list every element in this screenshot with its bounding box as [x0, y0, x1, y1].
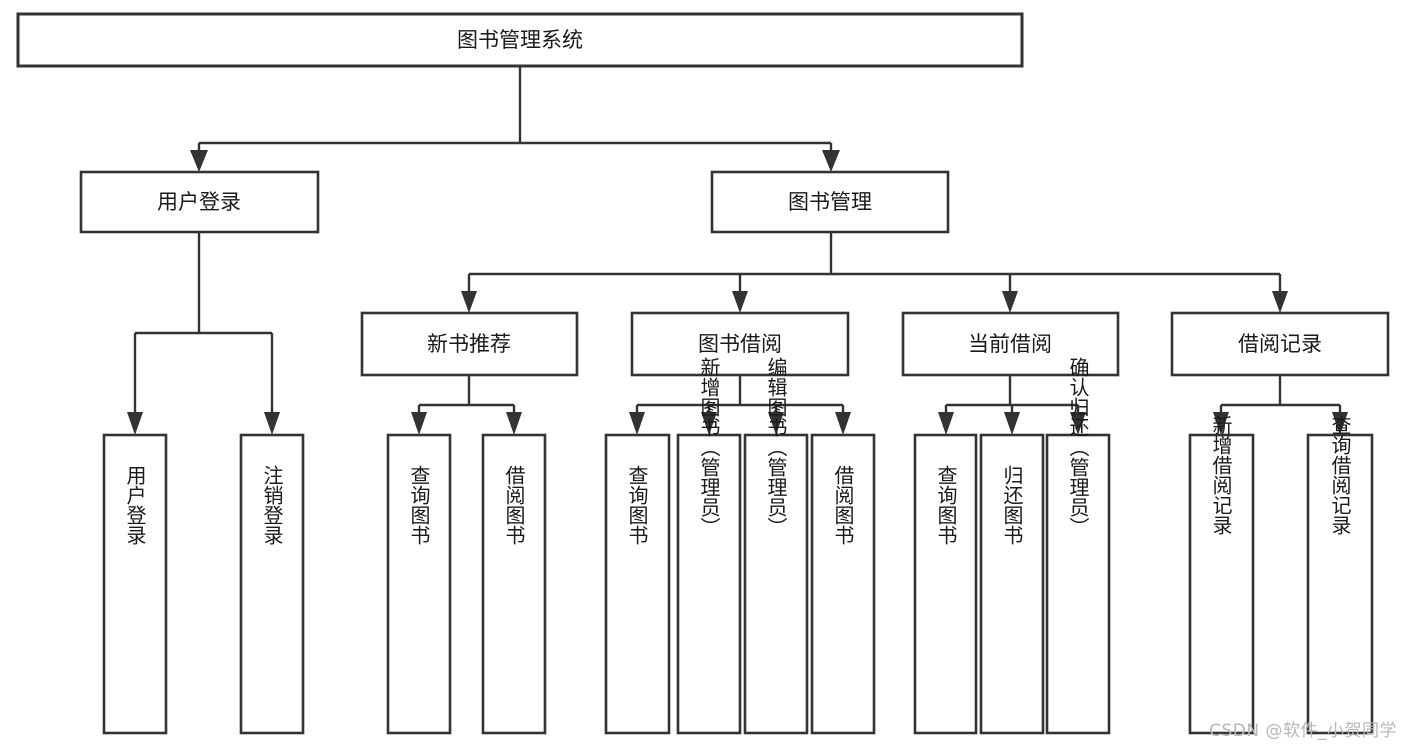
node-user-login-box[interactable] — [79, 170, 320, 234]
node-leaf-query-book-2-label: 查询图书 — [625, 465, 649, 545]
arrow-head-leaf-add-record — [1213, 412, 1229, 435]
node-book-borrow[interactable]: 图书借阅 — [630, 311, 850, 377]
connector-lines-layer — [127, 66, 1348, 435]
node-leaf-return-book[interactable]: 归还图书 — [979, 433, 1045, 735]
arrow-head-leaf-query-book-1 — [411, 412, 427, 435]
node-book-management[interactable]: 图书管理 — [710, 170, 950, 234]
node-leaf-borrow-book-1[interactable]: 借阅图书 — [481, 433, 547, 735]
node-leaf-borrow-book-2-label: 借阅图书 — [831, 465, 855, 545]
node-leaf-logout-box[interactable] — [239, 433, 305, 735]
node-leaf-query-book-1[interactable]: 查询图书 — [386, 433, 452, 735]
node-leaf-confirm-return-label: 确认归还（管理员） — [1066, 357, 1090, 537]
node-leaf-user-login-label: 用户登录 — [123, 465, 147, 545]
node-leaf-add-book-admin[interactable]: 新增图书（管理员） — [676, 357, 742, 735]
node-leaf-user-login[interactable]: 用户登录 — [102, 433, 168, 735]
arrow-head-leaf-return-book — [1004, 412, 1020, 435]
node-leaf-logout-label: 注销登录 — [260, 465, 284, 545]
node-leaf-logout[interactable]: 注销登录 — [239, 433, 305, 735]
arrow-head-leaf-borrow-book-1 — [506, 412, 522, 435]
node-current-borrow[interactable]: 当前借阅 — [901, 311, 1120, 377]
node-leaf-add-book-admin-label: 新增图书（管理员） — [697, 357, 721, 537]
node-root-box[interactable] — [16, 12, 1024, 68]
node-leaf-borrow-book-1-label: 借阅图书 — [502, 465, 526, 545]
arrow-head-leaf-add-book-admin — [701, 412, 717, 435]
arrow-head-leaf-query-book-3 — [938, 412, 954, 435]
arrow-head-leaf-user-login — [127, 412, 143, 435]
arrow-head-current-borrow — [1002, 291, 1018, 313]
node-new-book-recommend[interactable]: 新书推荐 — [360, 311, 579, 377]
node-leaf-borrow-book-1-box[interactable] — [481, 433, 547, 735]
node-book-borrow-label: 图书借阅 — [698, 332, 782, 356]
node-book-management-box[interactable] — [710, 170, 950, 234]
node-leaf-edit-book-admin[interactable]: 编辑图书（管理员） — [743, 357, 809, 735]
arrow-head-leaf-edit-book-admin — [768, 412, 784, 435]
node-leaf-query-book-2-box[interactable] — [604, 433, 671, 735]
arrow-head-borrow-record — [1272, 291, 1288, 313]
node-leaf-borrow-book-2-box[interactable] — [810, 433, 876, 735]
node-leaf-add-record-box[interactable] — [1188, 433, 1255, 735]
node-borrow-record-box[interactable] — [1170, 311, 1390, 377]
arrow-head-leaf-logout — [264, 412, 280, 435]
arrow-head-book-borrow — [732, 291, 748, 313]
node-borrow-record[interactable]: 借阅记录 — [1170, 311, 1390, 377]
node-book-borrow-box[interactable] — [630, 311, 850, 377]
node-leaf-query-book-1-label: 查询图书 — [407, 465, 431, 545]
node-leaf-query-book-2[interactable]: 查询图书 — [604, 433, 671, 735]
node-new-book-recommend-label: 新书推荐 — [427, 332, 511, 356]
node-leaf-confirm-return-box[interactable] — [1045, 433, 1111, 735]
node-leaf-query-book-3-box[interactable] — [913, 433, 978, 735]
node-root-system[interactable]: 图书管理系统 — [16, 12, 1024, 68]
node-current-borrow-label: 当前借阅 — [968, 332, 1052, 356]
node-leaf-user-login-box[interactable] — [102, 433, 168, 735]
arrow-head-leaf-borrow-book-2 — [835, 412, 851, 435]
node-leaf-return-book-box[interactable] — [979, 433, 1045, 735]
arrow-head-leaf-query-record — [1332, 412, 1348, 435]
node-leaf-edit-book-admin-box[interactable] — [743, 433, 809, 735]
node-user-login[interactable]: 用户登录 — [79, 170, 320, 234]
arrow-head-leaf-query-book-2 — [629, 412, 645, 435]
node-leaf-query-book-3-label: 查询图书 — [934, 465, 958, 545]
node-leaf-query-record[interactable]: 查询借阅记录 — [1306, 415, 1374, 735]
node-borrow-record-label: 借阅记录 — [1238, 332, 1322, 356]
node-current-borrow-box[interactable] — [901, 311, 1120, 377]
node-leaf-borrow-book-2[interactable]: 借阅图书 — [810, 433, 876, 735]
node-leaf-add-book-admin-box[interactable] — [676, 433, 742, 735]
node-leaf-return-book-label: 归还图书 — [1000, 465, 1024, 545]
node-leaf-confirm-return[interactable]: 确认归还（管理员） — [1045, 357, 1111, 735]
leaf-nodes-layer: 用户登录 注销登录 查询图书 借阅图书 查询图书 新增图书（管理员） — [102, 357, 1374, 735]
node-leaf-add-record[interactable]: 新增借阅记录 — [1188, 415, 1255, 735]
node-leaf-query-book-1-box[interactable] — [386, 433, 452, 735]
node-leaf-edit-book-admin-label: 编辑图书（管理员） — [764, 357, 788, 537]
node-leaf-query-record-label: 查询借阅记录 — [1328, 415, 1352, 535]
arrow-head-leaf-confirm-return — [1070, 412, 1086, 435]
csdn-watermark: CSDN @软件_小贺同学 — [1209, 721, 1397, 741]
node-leaf-query-record-box[interactable] — [1306, 433, 1374, 735]
arrow-head-user-login — [190, 150, 208, 172]
node-book-management-label: 图书管理 — [788, 190, 872, 214]
node-leaf-add-record-label: 新增借阅记录 — [1209, 415, 1233, 535]
node-new-book-recommend-box[interactable] — [360, 311, 579, 377]
arrow-head-new-book-recommend — [461, 291, 477, 313]
arrow-head-book-management — [822, 150, 840, 172]
node-user-login-label: 用户登录 — [157, 190, 241, 214]
node-leaf-query-book-3[interactable]: 查询图书 — [913, 433, 978, 735]
node-root-label: 图书管理系统 — [457, 28, 583, 52]
